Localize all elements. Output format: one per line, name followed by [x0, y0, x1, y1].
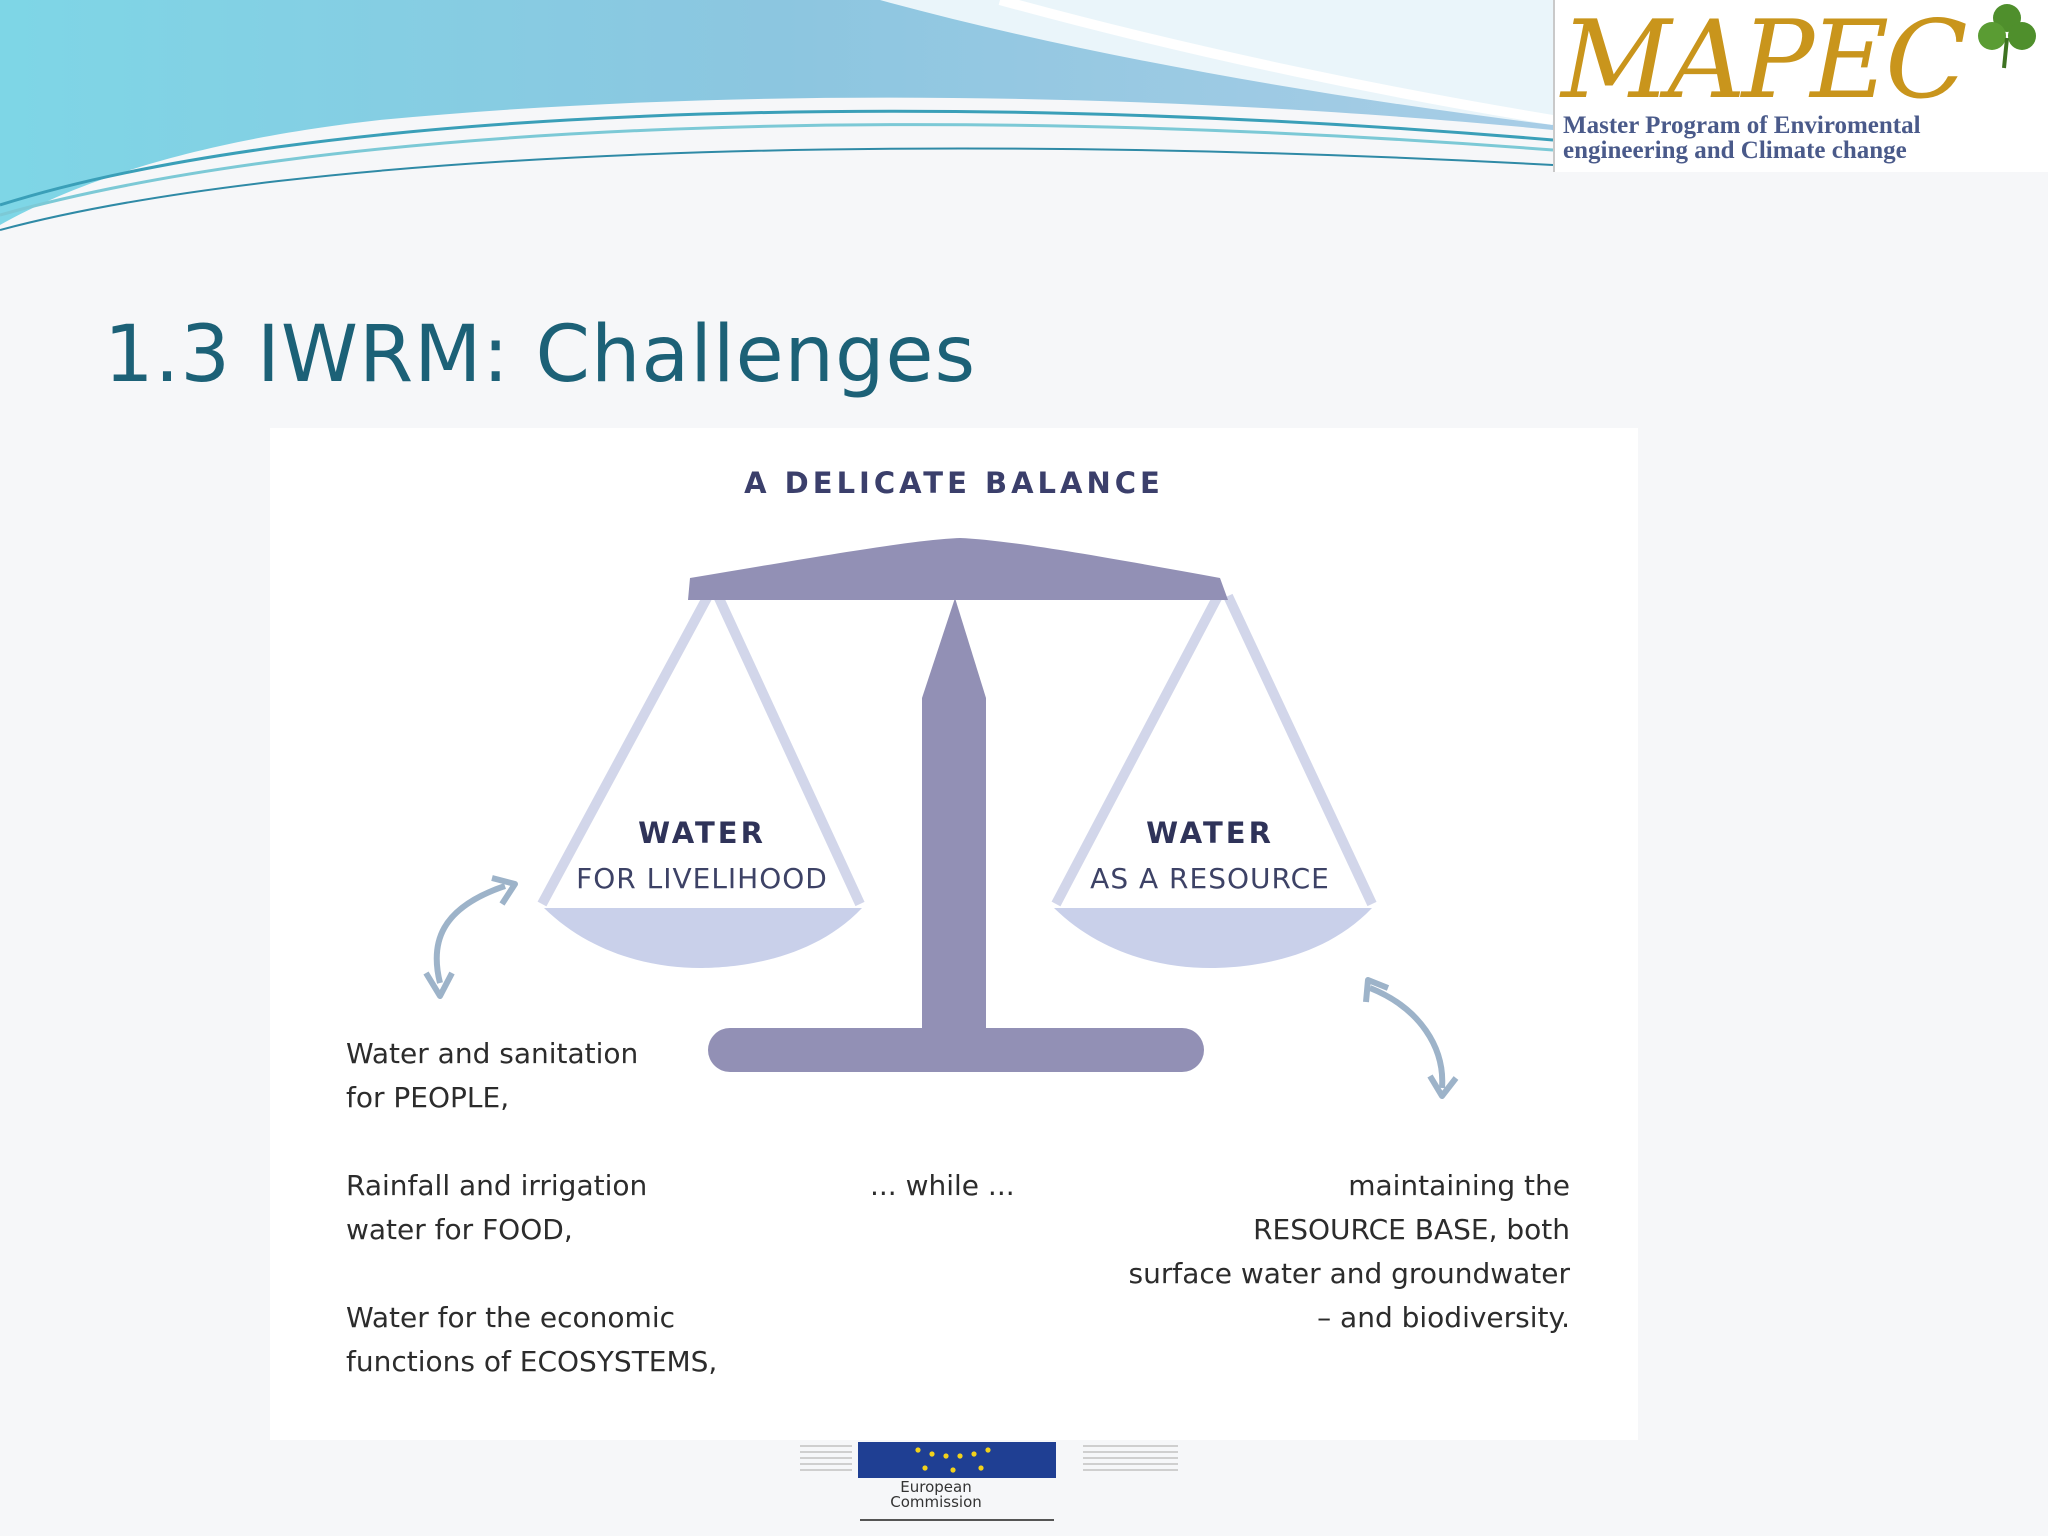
right-pan-subtitle: AS A RESOURCE	[1090, 862, 1330, 895]
clover-icon	[1977, 4, 2036, 69]
eu-stars-icon	[915, 1447, 991, 1473]
logo-subtitle-line1: Master Program of Enviromental	[1563, 112, 1921, 139]
text-ecosystems: Water for the economic functions of ECOS…	[346, 1301, 718, 1378]
european-commission-label: European Commission	[890, 1478, 982, 1511]
scale-beam	[688, 538, 1228, 600]
left-pan-string	[537, 593, 713, 907]
slide-title: 1.3 IWRM: Challenges	[104, 310, 977, 400]
balance-scale-graphic	[423, 538, 1459, 1099]
text-resource-base: maintaining the RESOURCE BASE, both surf…	[1128, 1169, 1570, 1334]
left-pan-label: WATER FOR LIVELIHOOD	[552, 816, 852, 895]
scale-base	[708, 1028, 1204, 1072]
logo-subtitle-line2: engineering and Climate change	[1563, 137, 1907, 164]
right-pan	[1054, 908, 1372, 968]
right-pan-title: WATER	[1146, 816, 1274, 850]
right-pan-string	[1051, 593, 1223, 907]
left-pan-title: WATER	[638, 816, 766, 850]
right-cycle-arrow	[1363, 977, 1459, 1099]
mapec-logo-mark: MAPEC	[1561, 2, 2036, 120]
balance-diagram: A DELICATE BALANCE WATER FOR LIVELIHOOD …	[270, 428, 1638, 1440]
text-while: ... while ...	[870, 1169, 1015, 1202]
right-pan-string	[1223, 593, 1377, 907]
scale-post	[922, 598, 986, 1028]
european-commission-logo	[800, 1442, 1178, 1521]
left-pan	[544, 908, 862, 968]
left-cycle-arrow	[423, 875, 518, 999]
left-pan-subtitle: FOR LIVELIHOOD	[576, 862, 828, 895]
diagram-title: A DELICATE BALANCE	[744, 466, 1164, 500]
header-wave-decoration	[0, 0, 1554, 231]
text-food: Rainfall and irrigation water for FOOD,	[346, 1169, 648, 1246]
mapec-logo: MAPEC Master Program of Enviromental eng…	[1553, 0, 2048, 172]
left-pan-string	[713, 593, 865, 907]
text-people: Water and sanitation for PEOPLE,	[346, 1037, 639, 1114]
right-pan-label: WATER AS A RESOURCE	[1060, 816, 1360, 895]
